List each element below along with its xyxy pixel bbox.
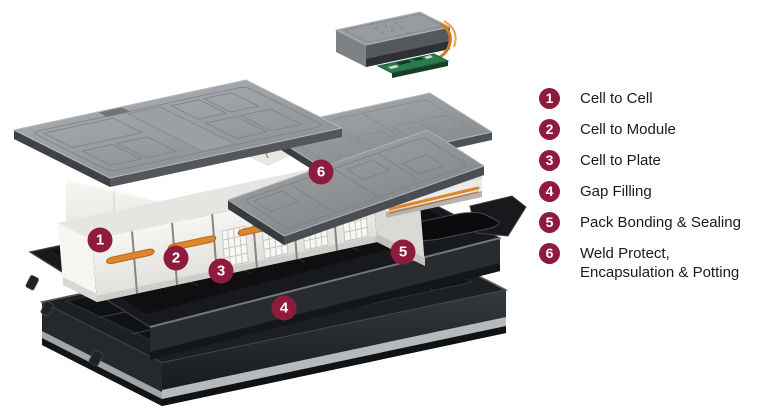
diagram-marker-1: 1 <box>87 227 113 253</box>
legend-label-1: Cell to Cell <box>580 90 653 107</box>
legend-badge-2: 2 <box>539 119 560 140</box>
legend-badge-5: 5 <box>539 212 560 233</box>
cover-plate-left <box>14 80 342 187</box>
cover-plate-center <box>228 130 484 245</box>
diagram-marker-5: 5 <box>390 239 416 265</box>
tray-clips <box>25 275 104 367</box>
battery-pack-illustration <box>0 11 545 406</box>
diagram-marker-6: 6 <box>308 159 334 185</box>
legend-item-3: 3 Cell to Plate <box>539 150 765 171</box>
legend-item-1: 1 Cell to Cell <box>539 88 765 109</box>
orange-cable-2 <box>443 20 457 48</box>
diagram-marker-3: 3 <box>208 258 234 284</box>
legend-label-2: Cell to Module <box>580 121 676 138</box>
legend-item-2: 2 Cell to Module <box>539 119 765 140</box>
legend-item-4: 4 Gap Filling <box>539 181 765 202</box>
legend-item-5: 5 Pack Bonding & Sealing <box>539 212 765 233</box>
diagram-marker-2: 2 <box>163 245 189 271</box>
legend-label-4: Gap Filling <box>580 183 652 200</box>
legend-item-6: 6 Weld Protect,Encapsulation & Potting <box>539 243 765 282</box>
legend-badge-6: 6 <box>539 243 560 264</box>
legend: 1 Cell to Cell 2 Cell to Module 3 Cell to Pla… <box>539 88 765 292</box>
legend-label-5: Pack Bonding & Sealing <box>580 214 741 231</box>
legend-badge-3: 3 <box>539 150 560 171</box>
legend-label-6: Weld Protect,Encapsulation & Potting <box>580 245 740 281</box>
legend-badge-1: 1 <box>539 88 560 109</box>
junction-box <box>334 11 457 67</box>
pcb-board <box>376 53 450 78</box>
legend-badge-4: 4 <box>539 181 560 202</box>
legend-label-3: Cell to Plate <box>580 152 661 169</box>
coolant-tube-front <box>388 186 480 211</box>
vent-dots <box>371 22 409 37</box>
diagram-marker-4: 4 <box>271 295 297 321</box>
